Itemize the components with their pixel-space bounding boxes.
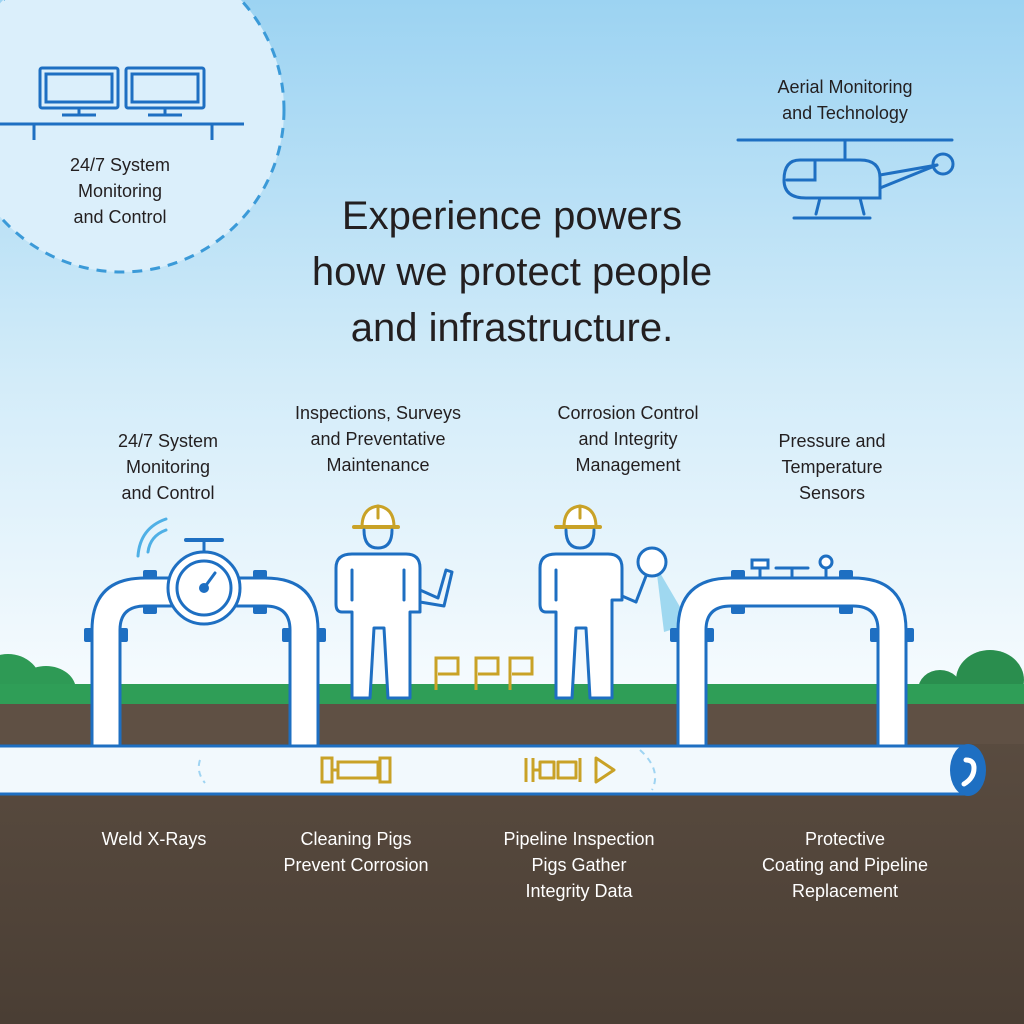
inspections-label-line-3: Maintenance [326,455,430,475]
inspection-pigs-label-line-2: Pigs Gather [531,855,627,875]
coating-label-line-2: Coating and Pipeline [761,855,929,875]
cleaning-pigs-label: Cleaning Pigs Prevent Corrosion [256,826,456,878]
left-pipe-loop [84,570,326,748]
aerial-label-line-2: and Technology [782,103,908,123]
worker-with-tablet-icon [334,504,454,700]
control-room-label: 24/7 System Monitoring and Control [40,152,200,230]
cleaning-pigs-label-line-2: Prevent Corrosion [283,855,429,875]
cleaning-pig-icon [320,756,392,784]
coating-label-line-3: Replacement [791,881,899,901]
inspection-pigs-label-line-3: Integrity Data [525,881,633,901]
monitoring-label-line-2: Monitoring [125,457,211,477]
headline-line-1: Experience powers [341,194,683,238]
inspections-label: Inspections, Surveys and Preventative Ma… [268,400,488,478]
pressure-gauge-icon [136,517,242,626]
inspection-pigs-label: Pipeline Inspection Pigs Gather Integrit… [474,826,684,904]
right-pipe-loop [670,570,914,748]
sensors-label: Pressure and Temperature Sensors [752,428,912,506]
sensors-label-line-2: Temperature [781,457,883,477]
inspection-pig-icon [524,756,616,784]
sensor-icon [750,554,834,580]
weld-xrays-label-line-1: Weld X-Rays [101,829,207,849]
grass [0,650,1024,718]
sensors-label-line-1: Pressure and [778,431,886,451]
headline-line-2: how we protect people [311,250,713,294]
dual-monitor-icon [0,66,244,140]
pigs-on-surface-icon [434,656,534,690]
main-pipeline [0,744,986,796]
monitoring-label: 24/7 System Monitoring and Control [88,428,248,506]
corrosion-label: Corrosion Control and Integrity Manageme… [528,400,728,478]
inspections-label-line-1: Inspections, Surveys [294,403,462,423]
coating-label-line-1: Protective [804,829,886,849]
corrosion-label-line-2: and Integrity [578,429,678,449]
worker-with-magnifier-icon [538,504,690,700]
control-room-label-line-1: 24/7 System [69,155,171,175]
weld-xrays-label: Weld X-Rays [74,826,234,852]
corrosion-label-line-1: Corrosion Control [557,403,699,423]
control-room-label-line-3: and Control [73,207,167,227]
monitoring-label-line-3: and Control [121,483,215,503]
inspections-label-line-2: and Preventative [310,429,446,449]
aerial-label-line-1: Aerial Monitoring [777,77,913,97]
control-room-label-line-2: Monitoring [77,181,163,201]
helicopter-icon [736,138,955,220]
corrosion-label-line-3: Management [575,455,681,475]
monitoring-label-line-1: 24/7 System [117,431,219,451]
inspection-pigs-label-line-1: Pipeline Inspection [503,829,655,849]
cleaning-pigs-label-line-1: Cleaning Pigs [300,829,412,849]
coating-label: Protective Coating and Pipeline Replacem… [728,826,962,904]
sensors-label-line-3: Sensors [798,483,866,503]
headline-line-3: and infrastructure. [350,306,674,350]
headline: Experience powers how we protect people … [232,188,792,356]
aerial-monitoring-label: Aerial Monitoring and Technology [740,74,950,126]
